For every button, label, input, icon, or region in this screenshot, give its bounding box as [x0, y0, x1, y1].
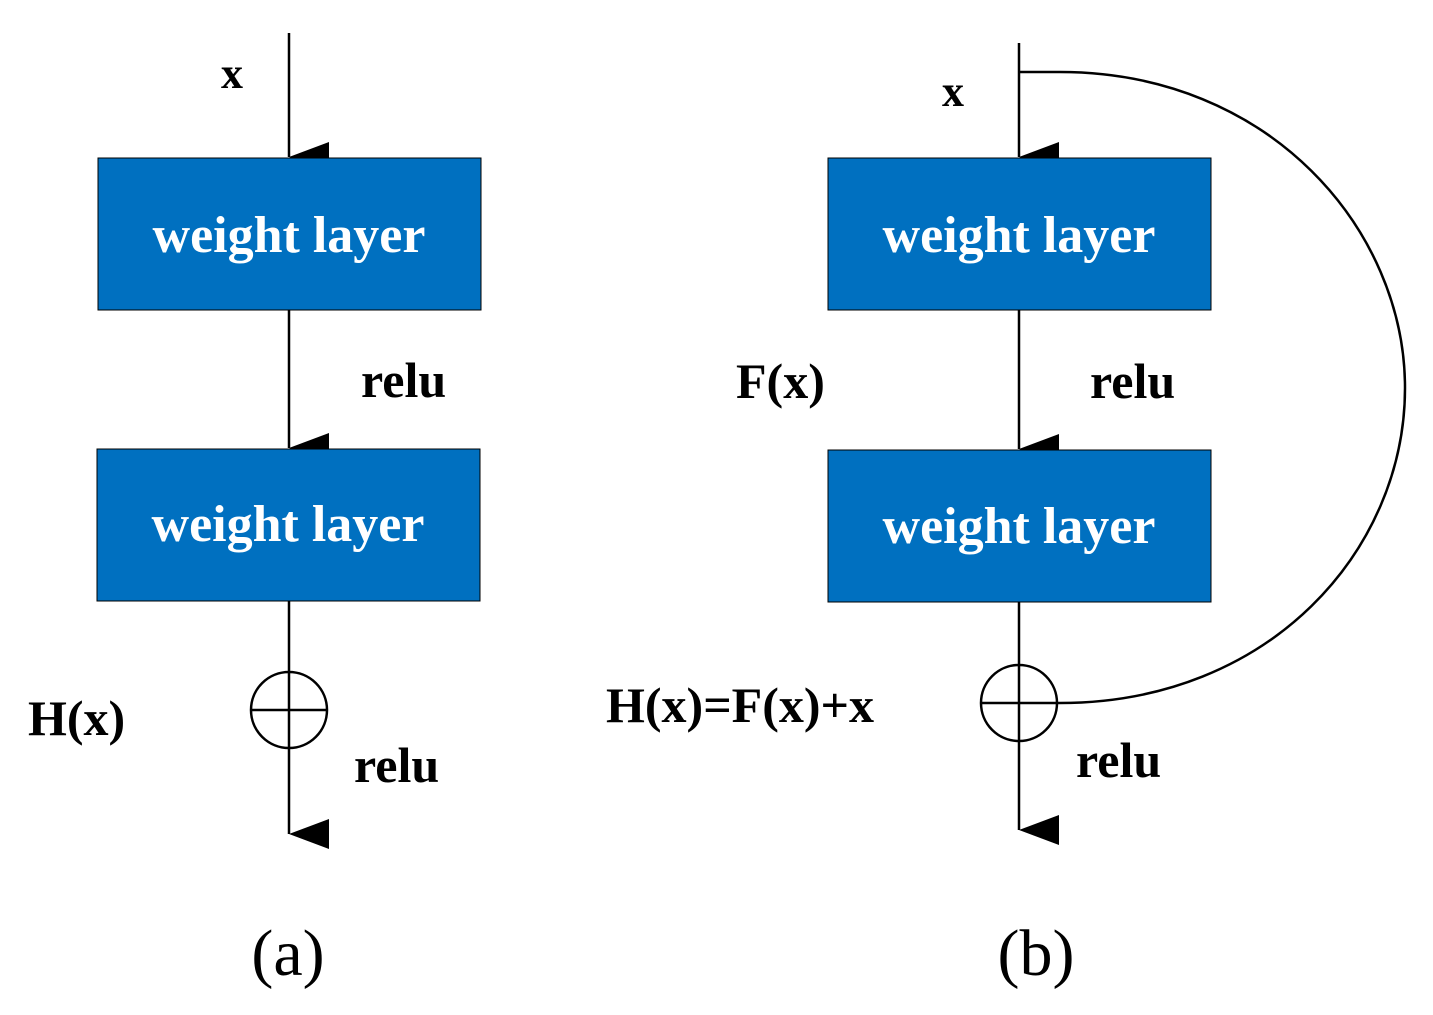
panel-a-relu-label-1: relu — [361, 352, 446, 408]
panel-b-sum-label: H(x)=F(x)+x — [606, 677, 874, 733]
panel-a-weight-layer-2 — [96, 448, 481, 602]
panel-a-weight-layer-2-label: weight layer — [152, 496, 425, 553]
panel-b-weight-layer-1-label: weight layer — [883, 207, 1156, 264]
panel-a-relu-label-2: relu — [354, 737, 439, 793]
panel-a-input-label: x — [221, 49, 243, 98]
panel-a: x weight layer relu weight layer H(x) re… — [28, 33, 482, 990]
panel-b-input-label: x — [942, 67, 964, 116]
panel-b-weight-layer-1 — [827, 157, 1212, 311]
panel-b-weight-layer-2-label: weight layer — [883, 498, 1156, 555]
panel-b-relu-label-1: relu — [1090, 353, 1175, 409]
panel-b-weight-layer-2 — [827, 449, 1212, 603]
panel-b-skip-connection — [1019, 70, 1407, 705]
panel-b: x weight layer F(x) relu weight layer H(… — [606, 43, 1407, 990]
panel-a-sum-label: H(x) — [28, 690, 125, 746]
panel-a-weight-layer-1-label: weight layer — [153, 207, 426, 264]
panel-b-caption: (b) — [998, 917, 1075, 990]
panel-b-f-label: F(x) — [736, 353, 825, 409]
panel-b-relu-label-2: relu — [1076, 732, 1161, 788]
panel-a-caption: (a) — [251, 917, 324, 990]
